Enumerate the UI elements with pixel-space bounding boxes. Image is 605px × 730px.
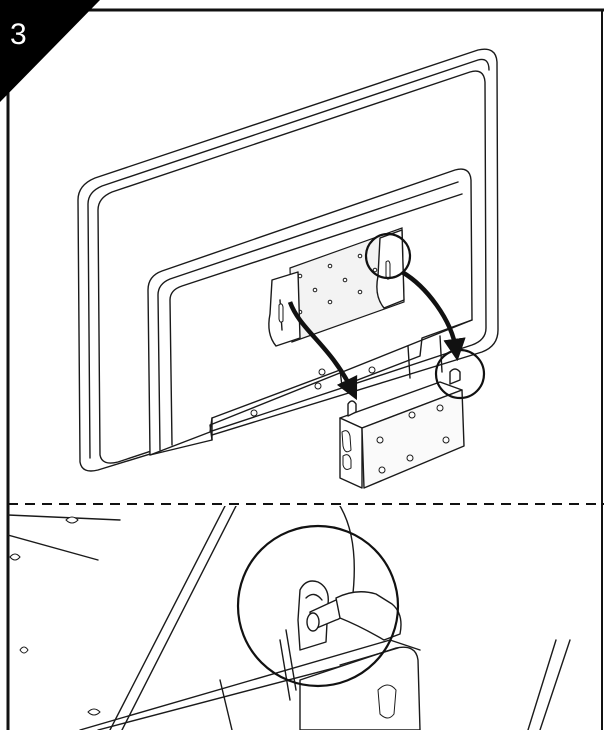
monitor-rear-view bbox=[77, 48, 499, 489]
right-hook-arrow bbox=[400, 270, 466, 362]
left-hook-arrow bbox=[287, 301, 358, 401]
upper-hook-callout bbox=[364, 232, 412, 280]
zoom-pin-callout bbox=[236, 524, 400, 688]
step-badge bbox=[0, 0, 100, 102]
step-number: 3 bbox=[10, 18, 27, 51]
zoom-detail-view bbox=[8, 506, 571, 730]
